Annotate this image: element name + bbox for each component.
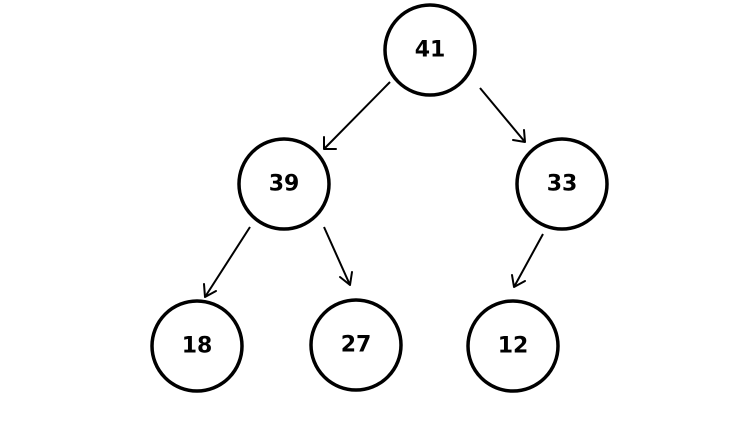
tree-node-12: 12: [466, 299, 560, 393]
edges-group: [203, 81, 544, 298]
node-label: 18: [182, 334, 213, 359]
tree-node-41: 41: [383, 3, 477, 97]
tree-node-39: 39: [237, 137, 331, 231]
nodes-group: 41 39 33 18 27 12: [150, 3, 609, 393]
node-label: 12: [498, 334, 529, 359]
node-label: 33: [547, 172, 578, 197]
arrowhead-icon: [512, 129, 526, 143]
edge-41-39: [323, 81, 391, 150]
arrowhead-icon: [323, 136, 337, 150]
tree-node-27: 27: [309, 298, 403, 392]
tree-node-18: 18: [150, 299, 244, 393]
edge-41-33: [479, 87, 526, 143]
edge-33-12: [511, 233, 544, 288]
node-label: 41: [415, 38, 446, 63]
tree-node-33: 33: [515, 137, 609, 231]
arrowhead-icon: [511, 274, 526, 288]
node-label: 27: [341, 333, 372, 358]
edge-39-18: [203, 226, 251, 298]
arrowhead-icon: [203, 283, 217, 298]
edge-39-27: [323, 226, 353, 286]
node-label: 39: [269, 172, 300, 197]
arrowhead-icon: [339, 271, 353, 286]
